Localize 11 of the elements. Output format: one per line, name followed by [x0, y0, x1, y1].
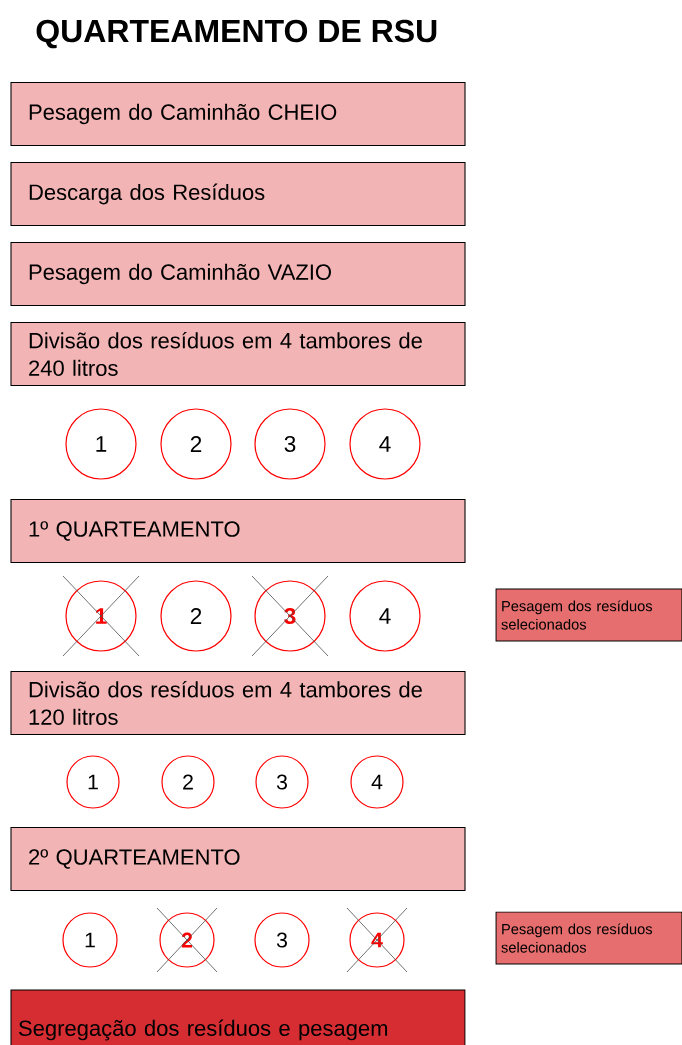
weighing-box: Pesagem dos resíduos selecionados — [495, 911, 682, 965]
title: QUARTEAMENTO DE RSU — [36, 19, 437, 49]
weighing-box: Pesagem dos resíduos selecionados — [495, 588, 682, 642]
step-box: Pesagem do Caminhão VAZIO — [10, 241, 466, 307]
step-box: Pesagem do Caminhão CHEIO — [10, 81, 466, 147]
step-box: Divisão dos resíduos em 4 tambores de 120 litros — [10, 670, 466, 736]
step-box: 2º QUARTEAMENTO — [10, 826, 466, 892]
step-box: Divisão dos resíduos em 4 tambores de 240 litros — [10, 321, 466, 387]
step-box: Descarga dos Resíduos — [10, 161, 466, 227]
final-step-box: Segregação dos resíduos e pesagem — [10, 989, 466, 1045]
step-box: 1º QUARTEAMENTO — [10, 498, 466, 564]
